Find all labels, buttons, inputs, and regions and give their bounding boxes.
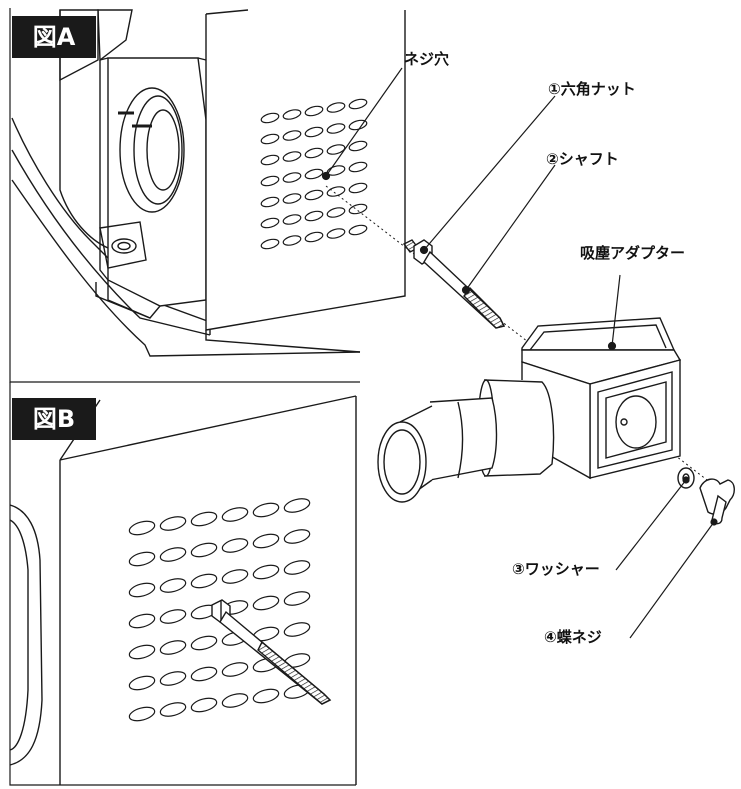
vent-slot [252,502,280,518]
vent-slot [159,609,187,624]
vent-slot [260,133,280,145]
vent-slot [348,224,368,236]
vent-slot [282,172,302,183]
vent-slot [304,189,324,201]
vent-slot [252,564,280,580]
vent-slot [221,507,249,522]
exploded-parts [325,185,735,525]
shaft-label: ②シャフト [546,150,619,168]
figure-b-frame [9,382,356,786]
vent-slot [304,168,324,180]
vent-slot [304,231,324,243]
wing-screw-icon [699,478,735,525]
vent-slot [348,182,368,194]
vent-slot [190,666,218,682]
vent-slot [128,551,156,567]
machine-body-illustration [11,9,361,357]
vent-slots-b [128,498,311,722]
hex-nut-label: ①六角ナット [548,80,636,98]
washer-label: ③ワッシャー [512,560,600,578]
vent-slot [282,214,302,225]
vent-slot [221,569,249,584]
vent-slot [304,210,324,222]
vent-slot [190,697,218,713]
vent-slot [260,217,280,229]
vent-slot [348,140,368,152]
vent-slot [283,498,311,513]
vent-slot [128,582,156,598]
vent-slot [326,207,346,218]
vent-slot [282,130,302,141]
vent-slot [282,235,302,246]
screw-hole-label: ネジ穴 [404,50,450,68]
vent-slot [304,105,324,117]
vent-slot [326,102,346,113]
vent-slot [304,147,324,159]
vent-slot [348,161,368,173]
vent-slot [159,578,187,593]
vent-slot [252,533,280,549]
dust-adapter-illustration [377,317,682,503]
threaded-shaft-icon [402,239,506,329]
vent-slot [326,144,346,155]
vent-slot [283,529,311,544]
vent-slot [252,595,280,611]
vent-slot [159,702,187,717]
vent-slot [260,154,280,166]
vent-slot [221,538,249,553]
vent-slot [326,186,346,197]
leader-lines [321,67,718,639]
dust-adapter-label: 吸塵アダプター [580,244,686,262]
vent-slot [260,175,280,187]
vent-slot [282,151,302,162]
vent-slot [159,516,187,531]
vent-slot [252,688,280,704]
vent-slot [128,520,156,536]
wing-screw-label: ④蝶ネジ [544,628,602,646]
vent-slot [159,640,187,655]
figure-b [9,382,357,786]
vent-slot [348,98,368,110]
vent-panel-a [197,9,406,353]
figure-a [9,8,406,383]
figure-a-label: 図A [12,16,96,58]
vent-slot [190,511,218,527]
vent-slot [326,123,346,134]
vent-slot [304,126,324,138]
vent-slot [221,662,249,677]
vent-slot [260,196,280,208]
vent-slot [128,644,156,660]
vent-slot [159,547,187,562]
vent-slot [128,706,156,722]
vent-slot [282,193,302,204]
vent-slot [283,591,311,606]
figure-b-label: 図B [12,398,96,440]
shaft-installed-b [211,599,332,705]
vent-slot [190,635,218,651]
vent-slot [190,542,218,558]
vent-slot [159,671,187,686]
vent-slot [260,238,280,250]
vent-slot [260,112,280,124]
vent-slot [221,693,249,708]
vent-slot [283,560,311,575]
vent-slot [283,622,311,637]
vent-slot [326,228,346,239]
vent-slot [190,573,218,589]
vent-slot [128,613,156,629]
vent-slot [348,203,368,215]
vent-slot [128,675,156,691]
vent-slot [282,109,302,120]
